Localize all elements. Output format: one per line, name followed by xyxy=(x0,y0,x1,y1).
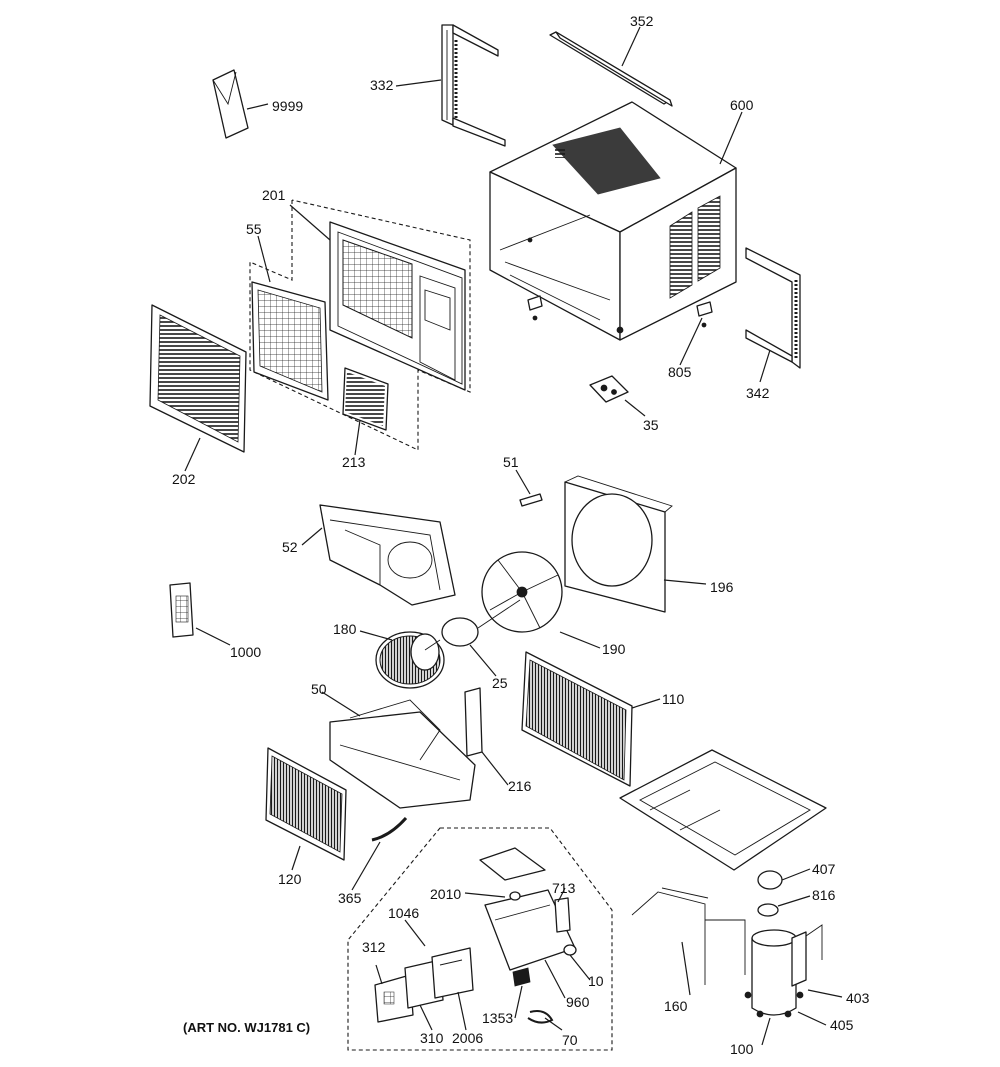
callout-10: 10 xyxy=(588,973,604,989)
callout-55: 55 xyxy=(246,221,262,237)
callout-190: 190 xyxy=(602,641,626,657)
part-407-overload xyxy=(757,870,783,890)
callout-403: 403 xyxy=(846,990,870,1006)
callout-1046: 1046 xyxy=(388,905,419,921)
callout-600: 600 xyxy=(730,97,754,113)
part-70-harness xyxy=(527,1010,554,1024)
part-190-fan-blade xyxy=(481,551,563,633)
callout-9999: 9999 xyxy=(272,98,303,114)
callout-100: 100 xyxy=(730,1041,754,1057)
callout-407: 407 xyxy=(812,861,836,877)
callout-50: 50 xyxy=(311,681,327,697)
callout-70: 70 xyxy=(562,1032,578,1048)
callout-213: 213 xyxy=(342,454,366,470)
part-120-evaporator xyxy=(265,747,347,861)
callout-1353: 1353 xyxy=(482,1010,513,1026)
callout-52: 52 xyxy=(282,539,298,555)
part-196-shroud xyxy=(564,475,673,613)
part-25-motor xyxy=(424,599,521,651)
callout-2010: 2010 xyxy=(430,886,461,902)
callout-25: 25 xyxy=(492,675,508,691)
part-332-left-curtain xyxy=(441,24,506,147)
part-1353-capacitor xyxy=(512,967,531,987)
callout-51: 51 xyxy=(503,454,519,470)
part-160-tubing xyxy=(631,887,746,985)
callout-196: 196 xyxy=(710,579,734,595)
part-base-pan xyxy=(619,749,827,871)
callout-352: 352 xyxy=(630,13,654,29)
callout-713: 713 xyxy=(552,880,576,896)
part-1000-remote xyxy=(169,582,194,638)
part-352-top-rail xyxy=(549,31,673,107)
part-600-cabinet xyxy=(489,101,737,341)
part-52-blower-housing xyxy=(319,504,456,606)
leader-lines xyxy=(184,26,843,1046)
callout-332: 332 xyxy=(370,77,394,93)
callout-960: 960 xyxy=(566,994,590,1010)
callout-2006: 2006 xyxy=(452,1030,483,1046)
callout-312: 312 xyxy=(362,939,386,955)
part-50-base-scroll xyxy=(329,699,476,809)
callout-110: 110 xyxy=(662,691,685,707)
part-213-louvers xyxy=(342,367,389,431)
part-201-front-frame xyxy=(329,221,466,391)
callout-120: 120 xyxy=(278,871,302,887)
part-51-bracket xyxy=(519,493,543,507)
electrical-group-boundary xyxy=(347,827,613,1051)
part-2006-housing xyxy=(431,947,474,999)
part-216-seal xyxy=(464,687,483,757)
callout-342: 342 xyxy=(746,385,770,401)
part-365-tube xyxy=(371,817,408,842)
callout-405: 405 xyxy=(830,1017,854,1033)
callout-816: 816 xyxy=(812,887,836,903)
part-180-blower-wheel xyxy=(375,631,445,689)
part-816-gasket xyxy=(757,903,779,917)
callout-160: 160 xyxy=(664,998,688,1014)
part-100-compressor xyxy=(744,924,823,1018)
part-35-board xyxy=(589,375,629,403)
callout-180: 180 xyxy=(333,621,357,637)
part-713-control-box xyxy=(479,847,577,971)
callout-35: 35 xyxy=(643,417,659,433)
art-number: (ART NO. WJ1781 C) xyxy=(183,1020,310,1035)
part-9999-literature xyxy=(212,69,249,139)
callout-365: 365 xyxy=(338,890,362,906)
part-312-panel xyxy=(374,974,414,1023)
callout-216: 216 xyxy=(508,778,532,794)
part-805-brackets xyxy=(527,295,713,328)
callout-1000: 1000 xyxy=(230,644,261,660)
part-202-front-grille xyxy=(149,304,247,453)
callout-310: 310 xyxy=(420,1030,444,1046)
part-55-filter xyxy=(251,281,329,401)
part-342-right-curtain xyxy=(745,247,801,369)
callout-201: 201 xyxy=(262,187,286,203)
callout-202: 202 xyxy=(172,471,196,487)
callout-805: 805 xyxy=(668,364,692,380)
part-110-condenser xyxy=(521,651,633,787)
